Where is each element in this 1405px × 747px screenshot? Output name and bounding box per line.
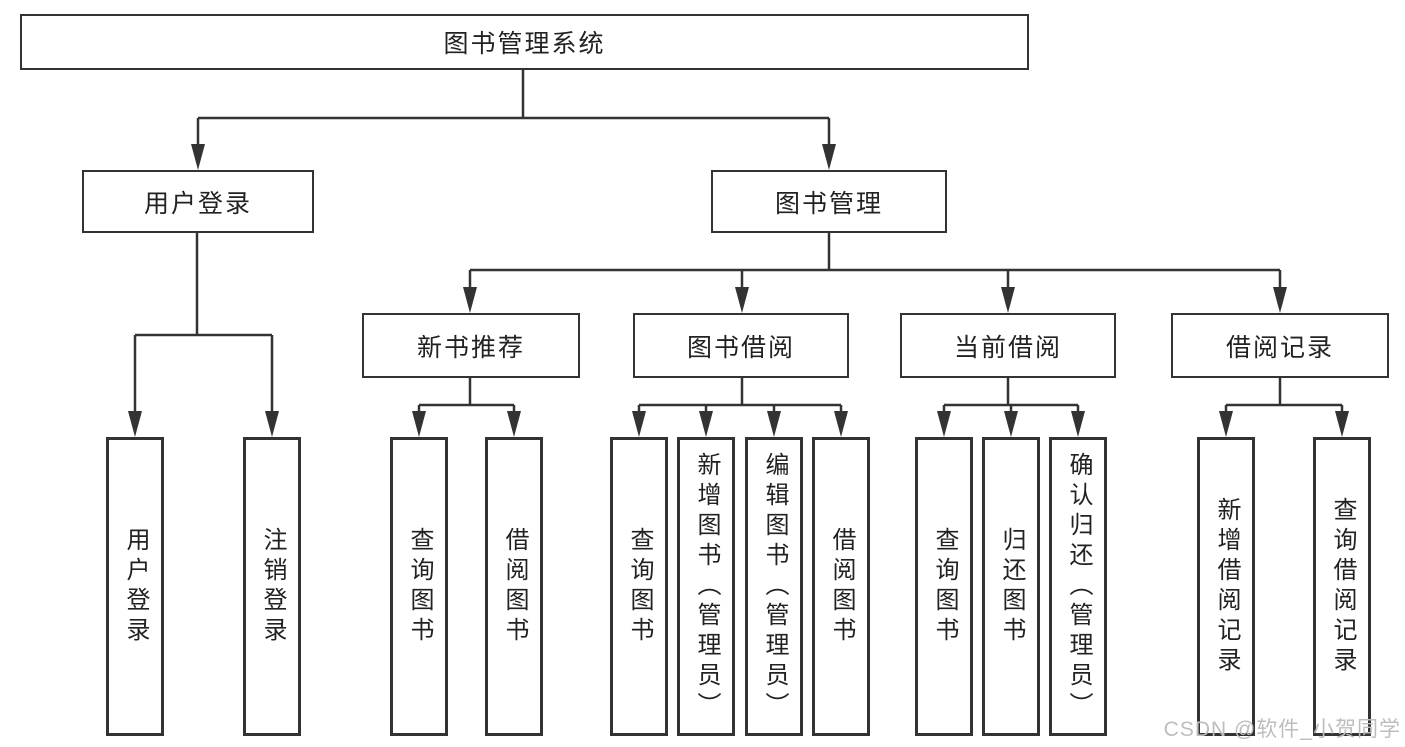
node-leaf-query-book-current: 查询图书 xyxy=(915,437,973,736)
node-book-borrow: 图书借阅 xyxy=(633,313,849,378)
node-leaf-query-book-borrow: 查询图书 xyxy=(610,437,668,736)
node-user-login: 用户登录 xyxy=(82,170,314,233)
node-leaf-edit-book-admin: 编辑图书（管理员） xyxy=(745,437,803,736)
node-leaf-query-borrow-record: 查询借阅记录 xyxy=(1313,437,1371,736)
node-new-book-recommend: 新书推荐 xyxy=(362,313,580,378)
node-current-borrow: 当前借阅 xyxy=(900,313,1116,378)
node-library-management-system: 图书管理系统 xyxy=(20,14,1029,70)
csdn-watermark: CSDN @软件_小贺同学 xyxy=(1163,718,1401,741)
node-leaf-logout: 注销登录 xyxy=(243,437,301,736)
node-borrow-records: 借阅记录 xyxy=(1171,313,1389,378)
node-leaf-query-book-recommend: 查询图书 xyxy=(390,437,448,736)
node-leaf-confirm-return-admin: 确认归还（管理员） xyxy=(1049,437,1107,736)
node-book-management: 图书管理 xyxy=(711,170,947,233)
node-leaf-borrow-book-recommend: 借阅图书 xyxy=(485,437,543,736)
node-leaf-borrow-book: 借阅图书 xyxy=(812,437,870,736)
node-leaf-return-book: 归还图书 xyxy=(982,437,1040,736)
node-leaf-add-book-admin: 新增图书（管理员） xyxy=(677,437,735,736)
arrowheads xyxy=(128,144,1349,437)
node-leaf-add-borrow-record: 新增借阅记录 xyxy=(1197,437,1255,736)
node-leaf-user-login: 用户登录 xyxy=(106,437,164,736)
